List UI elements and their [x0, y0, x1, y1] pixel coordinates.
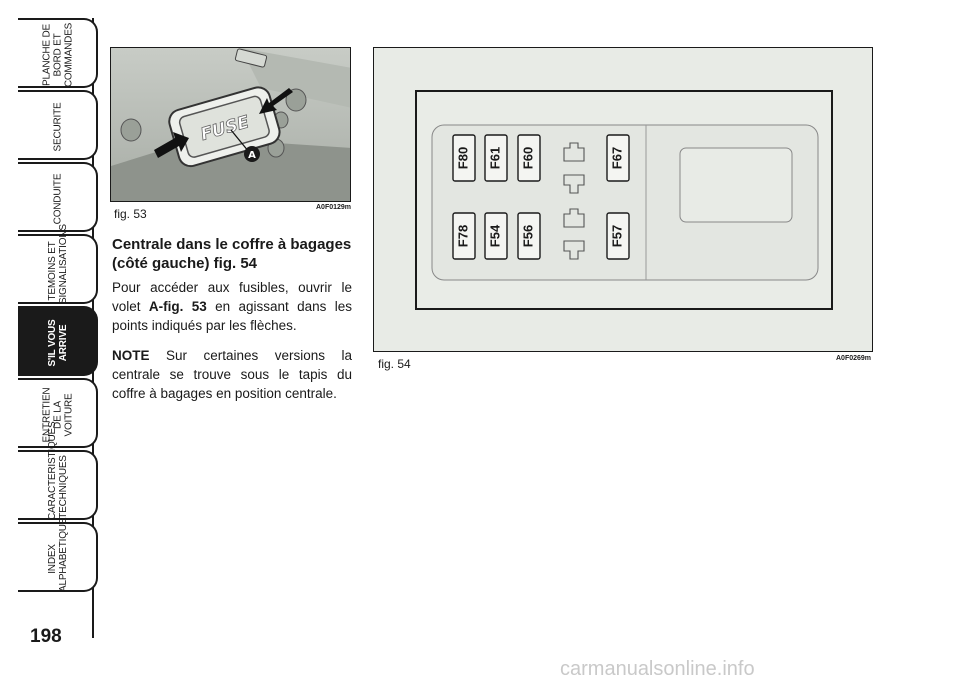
tab-label: PLANCHE DE BORD ET COMMANDES — [41, 22, 75, 88]
empty-slot-icon — [563, 240, 585, 260]
figure-53-code: A0F0129m — [316, 204, 352, 211]
tab-planche-de-bord[interactable]: PLANCHE DE BORD ET COMMANDES — [18, 18, 98, 88]
tab-label: INDEX ALPHABETIQUE — [47, 517, 69, 592]
fuse-label: F60 — [520, 147, 535, 169]
fuse-label: F61 — [487, 147, 502, 169]
figure-53-caption: fig. 53 — [114, 207, 147, 221]
note-label: NOTE — [112, 348, 150, 363]
tab-label: CONDUITE — [52, 173, 64, 225]
fuse-cover-illustration: FUSE A — [111, 48, 350, 201]
fuse-label: F80 — [455, 147, 470, 169]
fuse-f56: F56 — [517, 212, 541, 260]
tab-securite[interactable]: SECURITE — [18, 90, 98, 160]
figure-reference: A-fig. 53 — [148, 299, 207, 314]
tab-conduite[interactable]: CONDUITE — [18, 162, 98, 232]
fuse-label: F56 — [520, 225, 535, 247]
empty-slot-icon — [563, 174, 585, 194]
relay-slot — [679, 147, 793, 223]
empty-slot-icon — [563, 208, 585, 228]
fuse-f60: F60 — [517, 134, 541, 182]
left-arrow-icon — [154, 132, 189, 158]
fuse-label: F57 — [609, 225, 624, 247]
tab-index[interactable]: INDEX ALPHABETIQUE — [18, 517, 98, 592]
tab-label: S'IL VOUS ARRIVE — [47, 319, 69, 367]
tab-label: SECURITE — [52, 102, 64, 152]
fuse-label: F54 — [487, 224, 502, 247]
tab-sil-vous-arrive[interactable]: S'IL VOUS ARRIVE — [18, 306, 98, 376]
fuse-f57: F57 — [606, 212, 630, 260]
note-text: Sur certaines versions la centrale se tr… — [112, 348, 352, 401]
fuse-f61: F61 — [484, 134, 508, 182]
fuse-f78: F78 — [452, 212, 476, 260]
page-number: 198 — [30, 626, 62, 647]
fuse-label: F78 — [455, 225, 470, 247]
paragraph-text: Pour accéder aux fusibles, ouvrir le vol… — [112, 280, 352, 314]
marker-a-label: A — [248, 150, 256, 161]
tab-caracteristiques[interactable]: CARACTERISTIQUES TECHNIQUES — [18, 421, 98, 520]
tab-temoins[interactable]: TEMOINS ET SIGNALISATIONS — [18, 224, 98, 304]
figure-54-caption: fig. 54 — [378, 357, 411, 371]
fuse-label: F67 — [609, 147, 624, 169]
tab-label: TEMOINS ET SIGNALISATIONS — [47, 224, 69, 304]
figure-54-code: A0F0269m — [836, 355, 872, 362]
fuse-f67: F67 — [606, 134, 630, 182]
right-arrow-icon — [259, 88, 293, 114]
figure-53-illustration: FUSE A — [110, 47, 351, 202]
paragraph-note: NOTE Sur certaines versions la centrale … — [112, 346, 352, 403]
marker-a-badge — [244, 146, 260, 162]
paragraph-text: en agissant dans les points indiqués par… — [112, 299, 352, 333]
figure-54-fuse-box: F80 F61 F60 F67 F78 F54 F56 F57 — [373, 47, 873, 352]
tab-entretien[interactable]: ENTRETIEN DE LA VOITURE — [18, 378, 98, 448]
fuse-box-diagram: F80 F61 F60 F67 F78 F54 F56 F57 — [415, 90, 833, 310]
section-heading: Centrale dans le coffre à bagages (côté … — [112, 236, 352, 272]
tab-label: CARACTERISTIQUES TECHNIQUES — [47, 421, 69, 520]
fuse-f54: F54 — [484, 212, 508, 260]
paragraph-access: Pour accéder aux fusibles, ouvrir le vol… — [112, 278, 352, 335]
empty-slot-icon — [563, 142, 585, 162]
fuse-f80: F80 — [452, 134, 476, 182]
watermark: carmanualsonline.info — [560, 658, 755, 680]
chapter-tabs: PLANCHE DE BORD ET COMMANDES SECURITE CO… — [0, 0, 110, 692]
